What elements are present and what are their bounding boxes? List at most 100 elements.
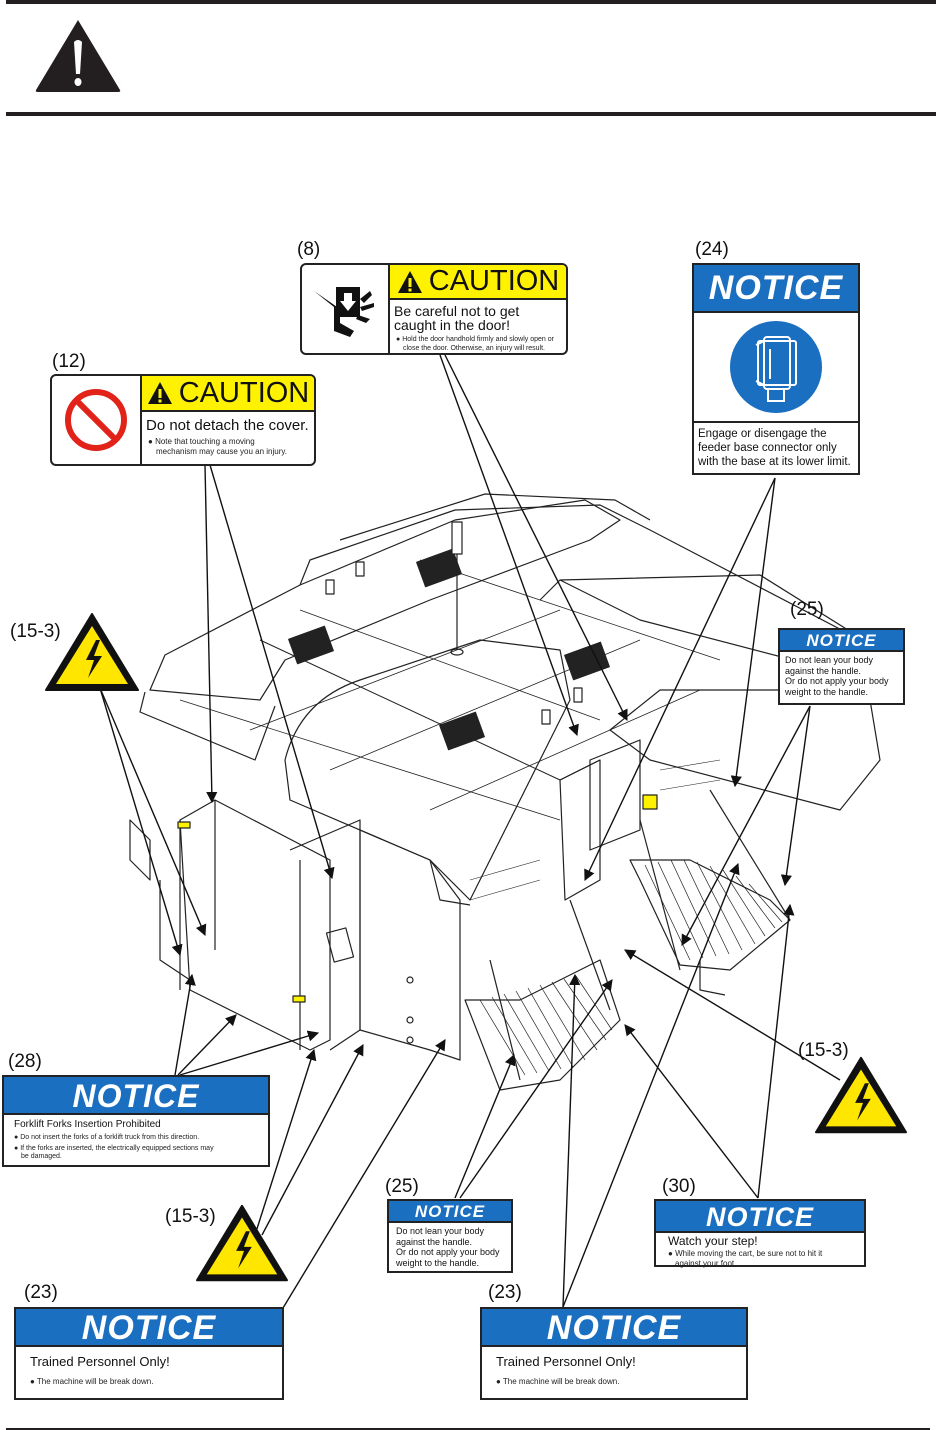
label-24-ref: (24): [695, 239, 729, 260]
header-rule: [6, 112, 936, 116]
label-25a-heading: NOTICE: [780, 630, 903, 652]
label-24-line-1: Engage or disengage the: [698, 428, 827, 440]
label-25b-ref: (25): [385, 1176, 419, 1197]
label-8-caution: CAUTION Be careful not to get caught in …: [300, 263, 568, 355]
label-24-heading: NOTICE: [694, 265, 858, 313]
label-25a-line-1: Do not lean your body: [785, 655, 874, 665]
label-30-notice: NOTICE Watch your step! ● While moving t…: [654, 1199, 866, 1268]
label-15a-ref: (15-3): [10, 621, 61, 642]
label-28-ref: (28): [8, 1051, 42, 1072]
leader-28-b: [177, 1014, 237, 1076]
label-23a-ref: (23): [24, 1282, 58, 1303]
label-8-bullet-1: Hold the door handhold firmly and slowly…: [402, 336, 554, 343]
machine-fan: [288, 548, 610, 751]
label-12-ref: (12): [52, 351, 86, 372]
label-25b-line-1: Do not lean your body: [396, 1226, 485, 1236]
caution-triangle-icon: [397, 270, 422, 293]
caution-triangle-icon: [147, 382, 172, 404]
label-25b-line-2: against the handle.: [396, 1236, 473, 1247]
label-25a-line-3: Or do not apply your body: [785, 676, 889, 686]
leader-25b-a: [454, 1053, 516, 1199]
label-8-ref: (8): [297, 239, 321, 260]
footer-rule: [6, 1428, 930, 1430]
label-25a-notice: NOTICE Do not lean your body against the…: [778, 628, 905, 705]
label-30-bullet-1: While moving the cart, be sure not to hi…: [675, 1249, 823, 1258]
bullet-icon: ●: [30, 1377, 35, 1386]
label-24-notice: NOTICE Engage or disengage the feeder ba…: [692, 263, 860, 475]
leader-30-a: [624, 1024, 759, 1199]
label-12-caution: CAUTION Do not detach the cover. ● Note …: [50, 374, 316, 466]
label-15c-ref: (15-3): [165, 1206, 216, 1227]
label-28-bullet-2b: be damaged.: [21, 1153, 62, 1160]
label-8-heading: CAUTION: [428, 265, 560, 297]
feeder-cart-right: [629, 859, 791, 971]
label-8-main-2: caught in the door!: [394, 317, 510, 333]
label-12-bullet-1: Note that touching a moving: [155, 437, 255, 446]
label-23a-notice: NOTICE Trained Personnel Only! ● The mac…: [14, 1307, 284, 1400]
leader-28-c: [179, 1030, 320, 1076]
label-23a-title: Trained Personnel Only!: [30, 1354, 170, 1369]
label-23b-title: Trained Personnel Only!: [496, 1354, 636, 1369]
leader-24-b: [730, 477, 776, 788]
leader-12-b: [209, 464, 335, 880]
label-28-notice: NOTICE Forklift Forks Insertion Prohibit…: [2, 1075, 270, 1167]
label-12-heading-band: CAUTION: [142, 376, 314, 412]
leader-8-a: [439, 354, 579, 737]
bullet-icon: ●: [14, 1145, 19, 1152]
label-28-bullet-2a: If the forks are inserted, the electrica…: [20, 1145, 214, 1152]
label-25a-line-4: weight to the handle.: [785, 686, 869, 697]
leader-28-a: [174, 973, 196, 1076]
leader-25a-b: [780, 705, 811, 887]
label-25b-notice: NOTICE Do not lean your body against the…: [387, 1199, 513, 1273]
machine-top-cover-left: [149, 499, 621, 701]
label-8-heading-band: CAUTION: [390, 265, 566, 300]
leader-15a-a: [99, 687, 183, 957]
prohibition-icon: [52, 376, 142, 464]
label-15b-ref: (15-3): [798, 1040, 849, 1061]
label-24-line-3: with the base at its lower limit.: [698, 456, 851, 468]
electric-shock-hazard-icon: [195, 1204, 289, 1282]
label-25a-line-2: against the handle.: [785, 665, 862, 676]
label-23a-heading: NOTICE: [16, 1309, 282, 1347]
label-24-line-2: feeder base connector only: [698, 442, 837, 454]
label-23a-bullet: The machine will be break down.: [36, 1377, 154, 1386]
top-rule: [6, 0, 936, 4]
label-28-bullet-1: Do not insert the forks of a forklift tr…: [20, 1134, 200, 1141]
label-8-bullet-2: close the door. Otherwise, an injury wil…: [403, 345, 546, 352]
label-23b-notice: NOTICE Trained Personnel Only! ● The mac…: [480, 1307, 748, 1400]
left-cabinet: [179, 799, 331, 1051]
leader-23b-a: [562, 973, 581, 1308]
center-column: [359, 829, 461, 1061]
leader-25a-a: [681, 705, 811, 946]
label-8-main-1: Be careful not to get: [394, 303, 520, 319]
leader-15a-b: [99, 687, 207, 937]
leader-12-a: [204, 464, 218, 804]
label-25b-heading: NOTICE: [389, 1201, 511, 1223]
label-12-heading: CAUTION: [178, 376, 310, 409]
feeder-connector-icon: [694, 313, 858, 423]
leader-24-a: [584, 477, 776, 882]
label-30-heading: NOTICE: [656, 1201, 864, 1233]
leader-25b-b: [459, 979, 613, 1199]
label-12-bullet-2: mechanism may cause you an injury.: [156, 447, 288, 456]
bullet-icon: ●: [396, 336, 401, 343]
label-23b-bullet: The machine will be break down.: [502, 1377, 620, 1386]
electric-shock-hazard-icon: [814, 1056, 908, 1134]
label-28-title: Forklift Forks Insertion Prohibited: [14, 1119, 161, 1130]
bullet-icon: ●: [496, 1377, 501, 1386]
signal-tower: [451, 521, 463, 555]
bullet-icon: ●: [148, 437, 153, 446]
label-12-main: Do not detach the cover.: [146, 417, 309, 434]
label-28-heading: NOTICE: [4, 1077, 268, 1115]
label-25b-line-4: weight to the handle.: [396, 1257, 480, 1268]
warning-triangle-icon: [35, 20, 121, 92]
control-panel: [589, 739, 641, 851]
machine-top-cover-back: [339, 493, 651, 541]
bullet-icon: ●: [668, 1249, 673, 1258]
leader-8-b: [444, 354, 628, 722]
hand-crush-door-icon: [302, 265, 390, 353]
label-23b-ref: (23): [488, 1282, 522, 1303]
electric-shock-hazard-icon: [45, 613, 139, 691]
feeder-cart-front: [464, 959, 621, 1091]
label-25b-line-3: Or do not apply your body: [396, 1247, 500, 1257]
